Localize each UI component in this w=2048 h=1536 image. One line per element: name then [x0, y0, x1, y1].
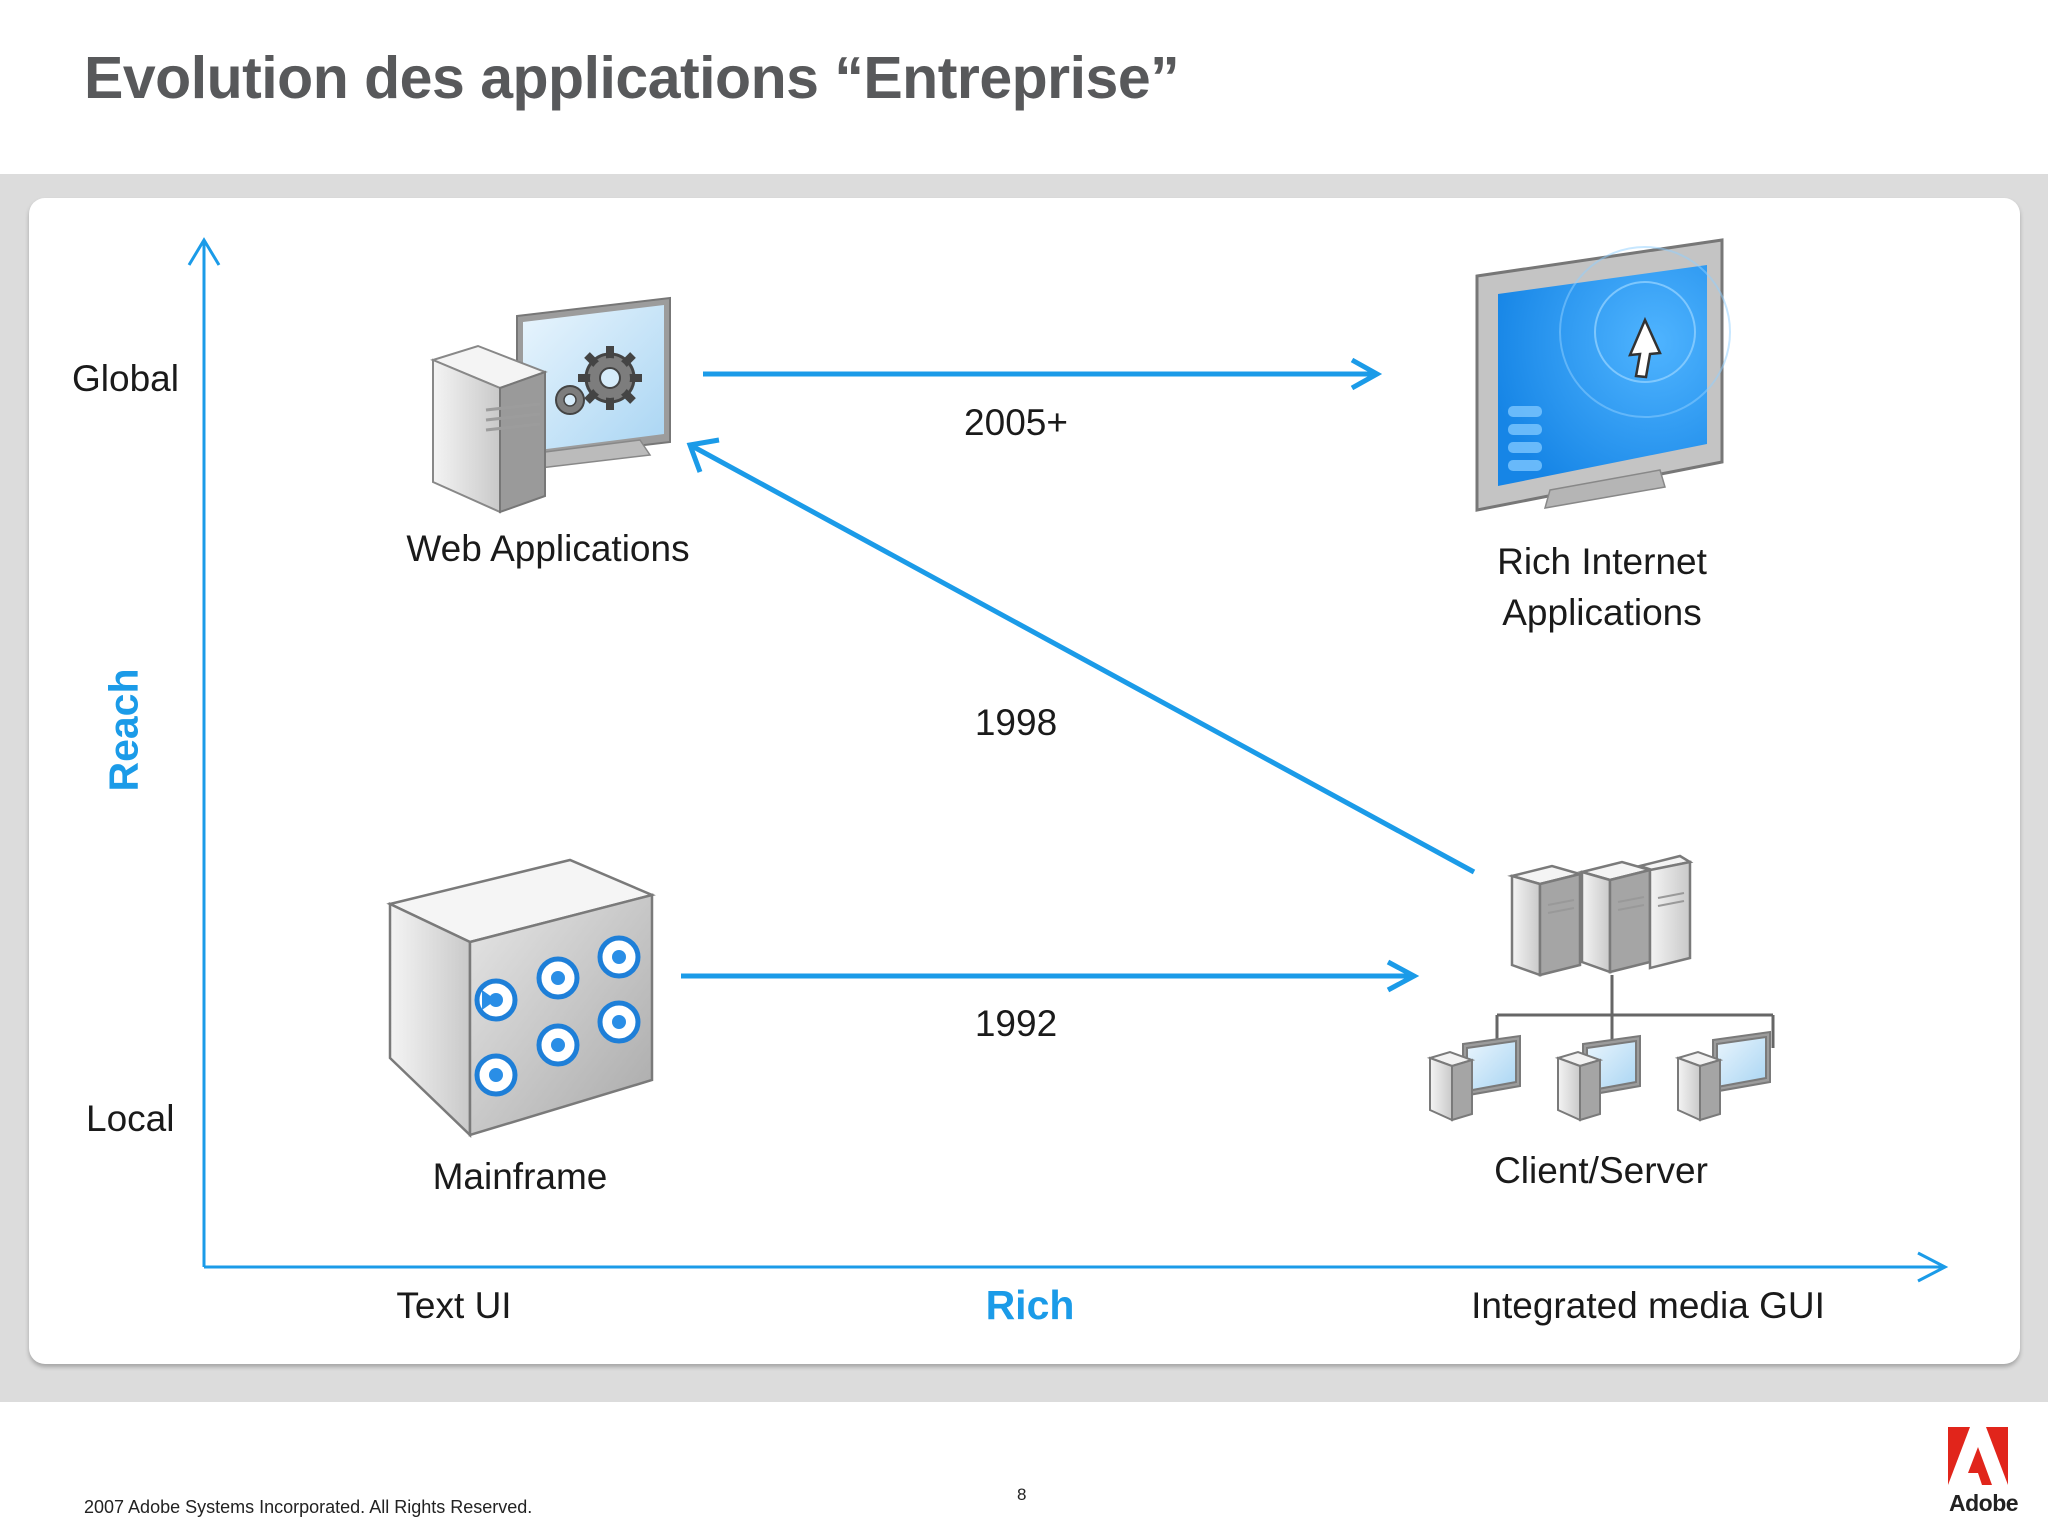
year-label-1998: 1998	[974, 702, 1058, 743]
adobe-logo-icon	[1948, 1427, 2008, 1485]
arrow-cs-to-web	[686, 437, 1476, 875]
ria-monitor-icon	[1475, 238, 1731, 512]
x-label-integrated-media-gui: Integrated media GUI	[1471, 1285, 1825, 1326]
client-pc-center	[1554, 1034, 1641, 1122]
node-label-mainframe: Mainframe	[432, 1156, 608, 1197]
arrow-mainframe-to-cs	[681, 959, 1420, 993]
year-label-1992: 1992	[974, 1003, 1058, 1044]
y-label-local: Local	[86, 1098, 175, 1139]
mainframe-icon	[386, 858, 656, 1138]
y-label-global: Global	[72, 358, 179, 399]
copyright-footer: 2007 Adobe Systems Incorporated. All Rig…	[84, 1497, 533, 1517]
node-label-ria-line2: Applications	[1502, 592, 1702, 633]
slide-title: Evolution des applications “Entreprise”	[84, 45, 1180, 111]
y-axis-title: Reach	[100, 668, 147, 792]
x-axis-title: Rich	[985, 1282, 1075, 1328]
client-pc-right	[1674, 1030, 1771, 1122]
client-pc-left	[1426, 1034, 1521, 1122]
page-number: 8	[1017, 1485, 1027, 1504]
year-label-2005: 2005+	[964, 402, 1068, 443]
client-server-icon	[1426, 854, 1775, 1122]
x-axis	[204, 1251, 1949, 1283]
x-label-text-ui: Text UI	[396, 1285, 512, 1326]
y-axis	[187, 237, 221, 1267]
node-label-client-server: Client/Server	[1494, 1150, 1708, 1191]
web-applications-icon	[430, 296, 671, 514]
node-label-ria-line1: Rich Internet	[1497, 541, 1707, 582]
node-label-web-applications: Web Applications	[406, 528, 690, 569]
adobe-logo-text: Adobe	[1949, 1490, 2019, 1516]
arrow-web-to-ria	[703, 357, 1383, 391]
